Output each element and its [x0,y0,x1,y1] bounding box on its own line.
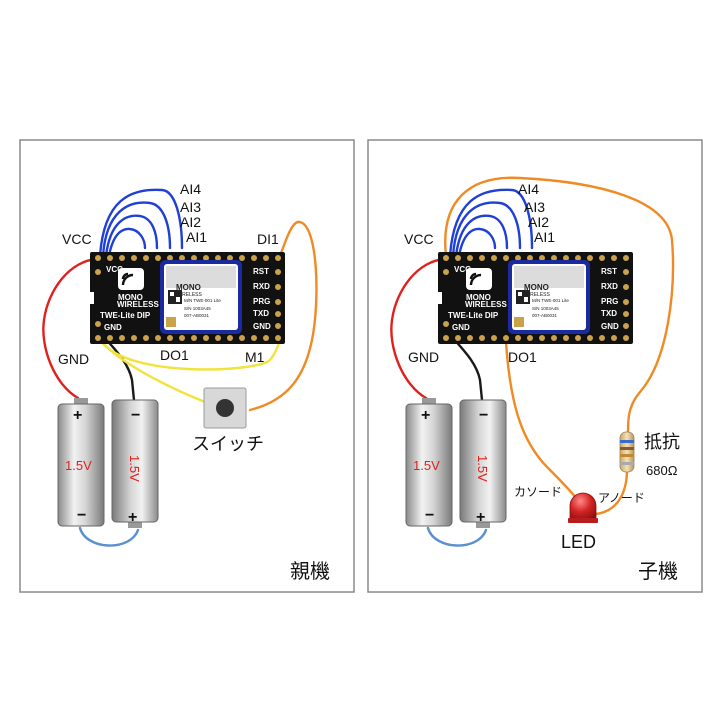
orange-wire-left [248,220,318,412]
label-ai4-left: AI4 [180,181,201,197]
lightblue-wire-left [78,526,140,547]
board-right-pin-rxd: RXD [601,282,618,291]
label-m1-left: M1 [245,349,265,365]
label-ai2-left: AI2 [180,214,201,230]
red-wire-right [390,257,448,402]
battery-right-1-minus: − [425,507,434,524]
label-ai3-left: AI3 [180,199,201,215]
label-led: LED [561,532,596,552]
board-right-pin-gnd: GND [601,322,619,331]
board-right-pin-txd: TXD [601,309,617,318]
label-gnd-right: GND [408,349,439,365]
battery-right-2-voltage: 1.5V [475,455,490,482]
label-cathode: カソード [514,485,562,499]
label-resistor: 抵抗 [644,432,680,452]
module-right-text-4: S/N 1003A45 [532,306,559,311]
board-left-pin-txd: TXD [253,309,269,318]
board-right-brand-2: WIRELESS [465,300,507,309]
battery-right-1-voltage: 1.5V [413,458,440,473]
module-right-text-1: MONO [524,283,549,292]
module-right-text-5: 007-AB0031 [532,313,558,318]
module-left-text-5: 007-AB0031 [184,313,210,318]
tact-switch [203,387,247,429]
battery-left-2-plus: + [128,509,137,526]
module-left-text-2: WIRELESS [176,292,203,298]
label-vcc-left: VCC [62,231,92,247]
module-right-text-3: M/N TWE-001 Lite [532,298,569,303]
board-left-gnd: GND [104,323,122,332]
module-left-text-3: M/N TWE-001 Lite [184,298,221,303]
label-ai4-right: AI4 [518,181,539,197]
label-do1-left: DO1 [160,347,189,363]
battery-right-2-plus: + [476,509,485,526]
board-left-vcc: VCC [106,265,123,274]
module-left-text-1: MONO [176,283,201,292]
label-switch: スイッチ [192,434,264,454]
board-right-pin-rst: RST [601,267,617,276]
label-ai2-right: AI2 [528,214,549,230]
yellow-wire-left [96,334,282,371]
ai-wires-right [448,188,534,258]
red-wire-left [42,257,100,402]
board-left-brand-2: WIRELESS [117,300,159,309]
label-resistor-value: 680Ω [646,463,678,478]
led [568,492,598,523]
board-right-pin-prg: PRG [601,297,618,306]
right-panel-caption: 子機 [638,560,678,583]
battery-left-1-plus: + [73,407,82,424]
resistor [619,431,635,473]
ai-wires-left [98,188,184,258]
board-right-label: TWE-Lite DIP [448,311,499,320]
orange-wire-do1-right [504,340,578,500]
label-anode: アノード [598,491,645,505]
battery-left-1-voltage: 1.5V [65,458,92,473]
label-vcc-right: VCC [404,231,434,247]
board-left-pin-rxd: RXD [253,282,270,291]
orange-wire-right-2 [594,470,629,516]
orange-wire-right [444,176,675,434]
label-di1-left: DI1 [257,231,279,247]
lightblue-wire-right [426,526,488,547]
module-left-text-4: S/N 1003A45 [184,306,211,311]
battery-right-2-minus: − [479,407,488,424]
board-left-pin-gnd: GND [253,322,271,331]
board-left-label: TWE-Lite DIP [100,311,151,320]
board-right-vcc: VCC [454,265,471,274]
board-left-pin-rst: RST [253,267,269,276]
label-ai3-right: AI3 [524,199,545,215]
battery-left-2-voltage: 1.5V [127,455,142,482]
module-right-text-2: WIRELESS [524,292,551,298]
board-right-gnd: GND [452,323,470,332]
board-right-brand-1: MONO [466,293,491,302]
battery-left-1-minus: − [77,507,86,524]
label-gnd-left: GND [58,351,89,367]
board-left-pin-prg: PRG [253,297,270,306]
label-do1-right: DO1 [508,349,537,365]
left-panel-caption: 親機 [290,560,330,583]
battery-right-1-plus: + [421,407,430,424]
battery-left-2-minus: − [131,407,140,424]
label-ai1-right: AI1 [534,229,555,245]
label-ai1-left: AI1 [186,229,207,245]
board-left-brand-1: MONO [118,293,143,302]
yellow-wire-left-2 [96,334,207,404]
